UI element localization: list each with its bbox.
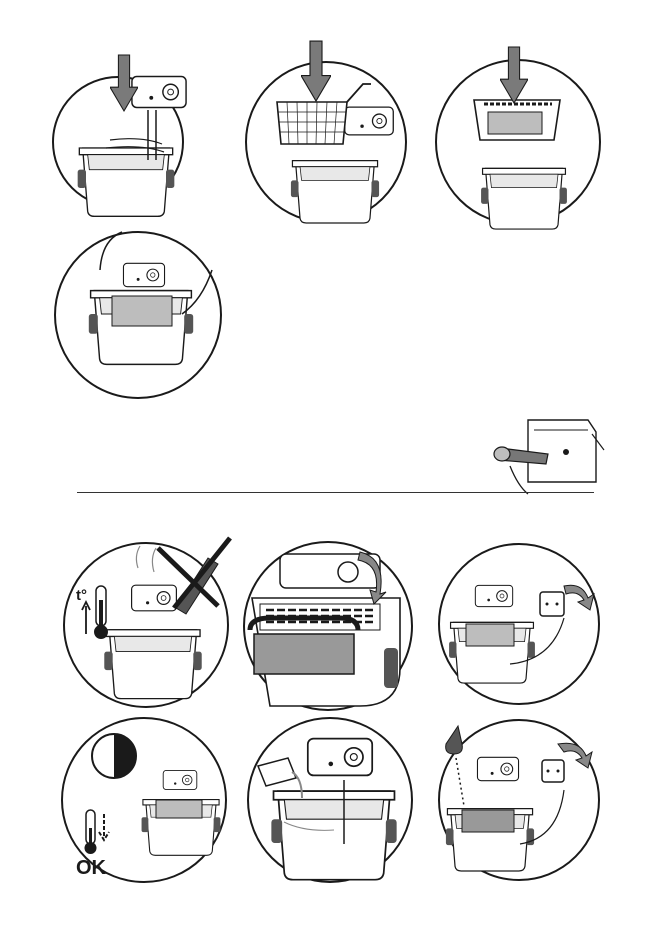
section-divider bbox=[77, 492, 594, 493]
step-do-not-touch-hot: t° bbox=[58, 538, 238, 708]
step-plug-in-and-start bbox=[434, 714, 599, 886]
wall-socket-icon bbox=[540, 592, 564, 616]
temperature-label: t° bbox=[76, 587, 87, 604]
step-carry-fryer bbox=[52, 230, 222, 400]
step-turn-thermostat-off bbox=[240, 538, 415, 710]
step-insert-basket bbox=[243, 40, 408, 220]
step-wait-to-cool: OK bbox=[58, 714, 228, 886]
step-unplug-from-socket bbox=[434, 538, 599, 708]
step-fill-with-oil bbox=[244, 714, 414, 886]
oil-drop-icon bbox=[446, 726, 463, 754]
clock-icon bbox=[92, 734, 136, 778]
ok-label: OK bbox=[76, 857, 107, 879]
step-place-lid bbox=[428, 40, 598, 220]
wall-socket-icon bbox=[542, 760, 564, 782]
step-insert-heating-element bbox=[52, 40, 187, 220]
plug-detail-figure bbox=[488, 410, 608, 501]
